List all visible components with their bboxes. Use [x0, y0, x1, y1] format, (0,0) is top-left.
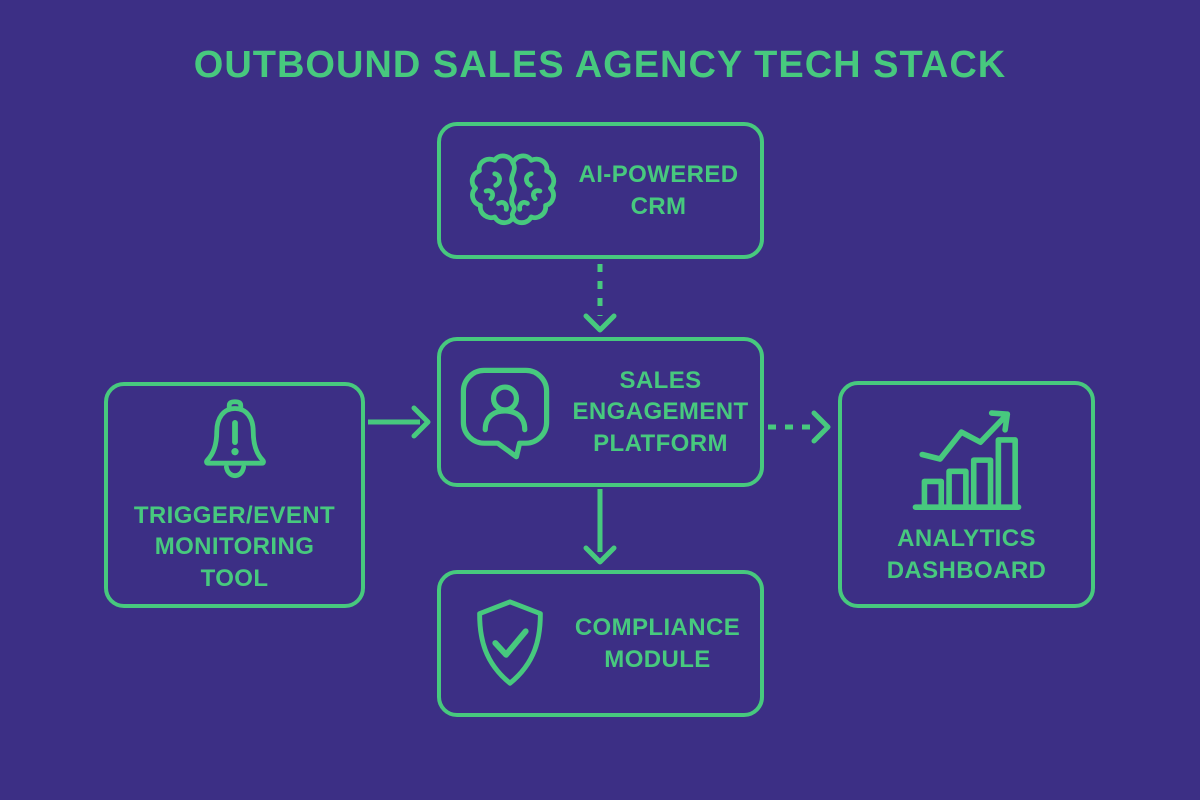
- node-label-line: ENGAGEMENT: [572, 398, 749, 426]
- node-label-line: CRM: [630, 192, 687, 220]
- node-label-line: MONITORING: [154, 533, 315, 561]
- bar-chart-growth-icon: [906, 403, 1028, 515]
- node-label-line: SALES: [619, 367, 702, 395]
- node-label: ANALYTICS DASHBOARD: [887, 523, 1047, 585]
- node-label-line: MODULE: [604, 645, 711, 673]
- node-label: AI-POWERED CRM: [579, 159, 739, 221]
- node-ai-powered-crm: AI-POWERED CRM: [437, 122, 764, 259]
- node-trigger-event-monitoring-tool: TRIGGER/EVENT MONITORING TOOL: [104, 382, 365, 608]
- brain-icon: [463, 143, 563, 239]
- connector-ai-crm-to-sales-engagement: [583, 264, 617, 333]
- node-label-line: PLATFORM: [593, 429, 728, 457]
- person-chat-icon: [453, 360, 557, 464]
- shield-check-icon: [461, 593, 559, 695]
- node-label: SALES ENGAGEMENT PLATFORM: [573, 365, 749, 459]
- node-label-line: TOOL: [200, 564, 269, 592]
- node-label-line: ANALYTICS: [897, 525, 1036, 553]
- node-label-line: TRIGGER/EVENT: [133, 502, 336, 530]
- alert-bell-icon: [187, 396, 283, 492]
- node-analytics-dashboard: ANALYTICS DASHBOARD: [838, 381, 1095, 608]
- node-label-line: DASHBOARD: [886, 556, 1047, 584]
- node-label: TRIGGER/EVENT MONITORING TOOL: [134, 500, 335, 594]
- node-label-line: COMPLIANCE: [574, 614, 741, 642]
- node-label-line: AI-POWERED: [578, 161, 739, 189]
- connector-trigger-to-sales-engagement: [368, 405, 431, 439]
- node-compliance-module: COMPLIANCE MODULE: [437, 570, 764, 717]
- diagram-title: OUTBOUND SALES AGENCY TECH STACK: [193, 44, 1007, 86]
- connector-sales-engagement-to-compliance: [583, 489, 617, 565]
- node-label: COMPLIANCE MODULE: [575, 612, 740, 674]
- node-sales-engagement-platform: SALES ENGAGEMENT PLATFORM: [437, 337, 764, 487]
- connector-sales-engagement-to-analytics: [768, 410, 831, 444]
